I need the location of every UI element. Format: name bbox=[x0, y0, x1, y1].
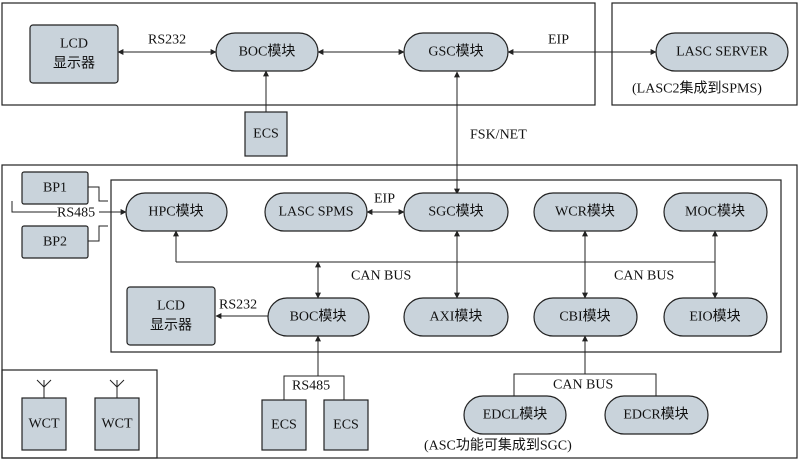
svg-text:ECS: ECS bbox=[253, 127, 279, 142]
svg-text:BOC模块: BOC模块 bbox=[290, 309, 347, 325]
lasc2-note-label: (LASC2集成到SPMS) bbox=[632, 80, 762, 97]
svg-text:ECS: ECS bbox=[271, 418, 297, 433]
eio-module-node: EIO模块 bbox=[663, 297, 768, 337]
sgc-module-node: SGC模块 bbox=[403, 192, 509, 232]
can-bus-right-label: CAN BUS bbox=[614, 269, 674, 284]
moc-module-node: MOC模块 bbox=[663, 192, 768, 232]
inner-module-frame bbox=[110, 179, 782, 353]
svg-text:EDCR模块: EDCR模块 bbox=[623, 407, 688, 423]
antenna-icon bbox=[36, 379, 52, 398]
ecs-bottom-node-1: ECS bbox=[261, 399, 307, 451]
svg-text:BP1: BP1 bbox=[43, 181, 67, 196]
wct-node-1: WCT bbox=[21, 397, 67, 451]
lcd-display-bottom-line1: LCD bbox=[157, 299, 185, 314]
rs485-left-label: RS485 bbox=[57, 206, 95, 221]
bp1-node: BP1 bbox=[21, 171, 89, 205]
boc-module-bottom-node: BOC模块 bbox=[267, 297, 370, 337]
wcr-module-node: WCR模块 bbox=[533, 192, 638, 232]
svg-text:BOC模块: BOC模块 bbox=[239, 44, 296, 60]
svg-text:ECS: ECS bbox=[333, 418, 359, 433]
bottom-outer-frame bbox=[1, 164, 798, 459]
svg-text:WCT: WCT bbox=[28, 417, 60, 432]
svg-text:MOC模块: MOC模块 bbox=[685, 204, 745, 220]
eip-inner-label: EIP bbox=[374, 192, 395, 207]
svg-text:SGC模块: SGC模块 bbox=[428, 204, 483, 220]
rs485-bottom-label: RS485 bbox=[292, 379, 330, 394]
lasc-spms-node: LASC SPMS bbox=[264, 192, 368, 232]
lcd-display-bottom-line2: 显示器 bbox=[150, 319, 192, 334]
asc-note-label: (ASC功能可集成到SGC) bbox=[424, 437, 572, 454]
lcd-display-top-line2: 显示器 bbox=[53, 57, 95, 72]
lasc-server-node: LASC SERVER bbox=[655, 32, 789, 72]
eip-top-label: EIP bbox=[548, 33, 569, 48]
svg-text:HPC模块: HPC模块 bbox=[148, 204, 203, 220]
bp1-rs485-link bbox=[88, 186, 108, 202]
rs232-top-label: RS232 bbox=[148, 33, 186, 48]
svg-text:LASC SERVER: LASC SERVER bbox=[676, 45, 769, 60]
bp2-rs485-link bbox=[88, 225, 108, 242]
svg-text:EIO模块: EIO模块 bbox=[689, 309, 740, 325]
lcd-display-top-node: LCD 显示器 bbox=[29, 24, 119, 84]
antenna-icon bbox=[109, 379, 125, 398]
wct-frame bbox=[1, 369, 158, 459]
hpc-module-node: HPC模块 bbox=[125, 192, 228, 232]
svg-text:LASC SPMS: LASC SPMS bbox=[278, 205, 353, 220]
edcr-module-node: EDCR模块 bbox=[604, 395, 709, 435]
lcd-display-top-line1: LCD bbox=[60, 37, 88, 52]
svg-text:BP2: BP2 bbox=[43, 235, 67, 250]
fsk-net-label: FSK/NET bbox=[470, 128, 527, 143]
svg-text:CBI模块: CBI模块 bbox=[559, 309, 610, 325]
ecs-bottom-node-2: ECS bbox=[323, 399, 369, 451]
cbi-module-node: CBI模块 bbox=[533, 297, 638, 337]
svg-text:WCT: WCT bbox=[101, 417, 133, 432]
ecs-top-node: ECS bbox=[244, 111, 288, 157]
rs232-bottom-label: RS232 bbox=[219, 298, 257, 313]
gsc-module-node: GSC模块 bbox=[403, 32, 509, 72]
axi-module-node: AXI模块 bbox=[403, 297, 509, 337]
svg-text:EDCL模块: EDCL模块 bbox=[483, 407, 548, 423]
lcd-display-bottom-node: LCD 显示器 bbox=[126, 286, 216, 346]
edcl-module-node: EDCL模块 bbox=[463, 395, 567, 435]
rs485-bottom-bracket bbox=[283, 375, 345, 400]
svg-text:GSC模块: GSC模块 bbox=[428, 44, 483, 60]
can-bus-bottom-label: CAN BUS bbox=[553, 378, 613, 393]
bp2-node: BP2 bbox=[21, 225, 89, 259]
rs485-branch-left bbox=[11, 201, 57, 213]
wct-node-2: WCT bbox=[94, 397, 140, 451]
svg-text:WCR模块: WCR模块 bbox=[555, 204, 615, 220]
svg-text:AXI模块: AXI模块 bbox=[430, 309, 483, 325]
boc-module-top-node: BOC模块 bbox=[215, 32, 319, 72]
can-bus-left-label: CAN BUS bbox=[351, 269, 411, 284]
